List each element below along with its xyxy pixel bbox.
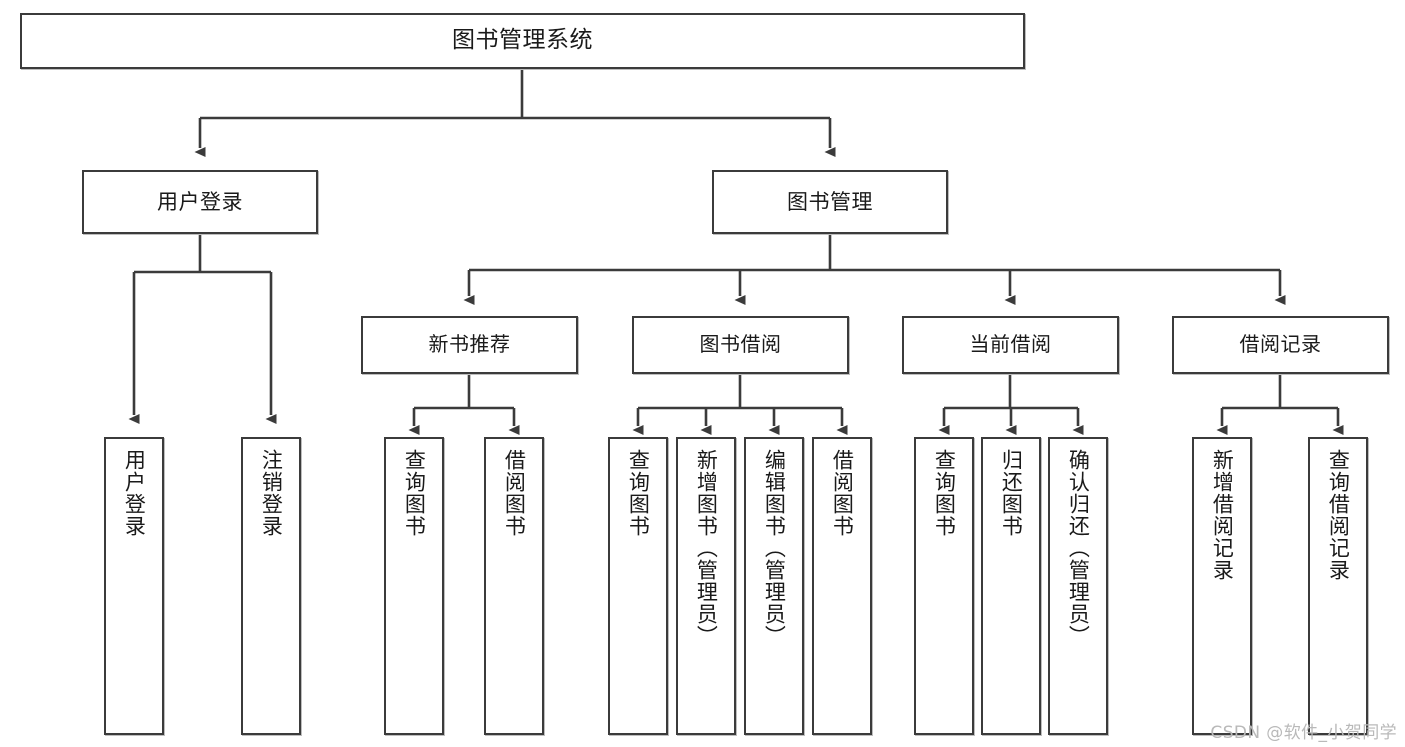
node-current-borrow[interactable]: 当前借阅 xyxy=(902,316,1119,374)
node-borrow-record-label: 借阅记录 xyxy=(1239,332,1322,357)
node-root-label: 图书管理系统 xyxy=(452,27,593,54)
node-leaf-query-book-2[interactable]: 查询图书 xyxy=(608,437,668,735)
node-leaf-edit-book-label: 编辑图书（管理员） xyxy=(762,449,787,647)
node-book-manage[interactable]: 图书管理 xyxy=(712,170,948,234)
node-leaf-query-book-3[interactable]: 查询图书 xyxy=(914,437,974,735)
node-leaf-user-login-label: 用户登录 xyxy=(122,449,147,537)
node-leaf-add-record[interactable]: 新增借阅记录 xyxy=(1192,437,1252,735)
node-current-borrow-label: 当前借阅 xyxy=(969,332,1052,357)
node-new-book-recommend[interactable]: 新书推荐 xyxy=(361,316,578,374)
node-leaf-return-book-label: 归还图书 xyxy=(999,449,1024,537)
node-root[interactable]: 图书管理系统 xyxy=(20,13,1025,69)
node-leaf-user-login[interactable]: 用户登录 xyxy=(104,437,164,735)
node-leaf-query-book-1[interactable]: 查询图书 xyxy=(384,437,444,735)
node-leaf-query-record[interactable]: 查询借阅记录 xyxy=(1308,437,1368,735)
node-new-book-recommend-label: 新书推荐 xyxy=(428,332,511,357)
node-user-login[interactable]: 用户登录 xyxy=(82,170,318,234)
node-leaf-add-book-label: 新增图书（管理员） xyxy=(694,449,719,647)
node-leaf-borrow-book-2[interactable]: 借阅图书 xyxy=(812,437,872,735)
node-leaf-logout-login-label: 注销登录 xyxy=(259,449,284,537)
node-book-borrow[interactable]: 图书借阅 xyxy=(632,316,849,374)
node-leaf-add-book[interactable]: 新增图书（管理员） xyxy=(676,437,736,735)
node-leaf-query-book-2-label: 查询图书 xyxy=(626,449,651,537)
node-leaf-return-book[interactable]: 归还图书 xyxy=(981,437,1041,735)
node-leaf-query-book-1-label: 查询图书 xyxy=(402,449,427,537)
node-leaf-borrow-book-2-label: 借阅图书 xyxy=(830,449,855,537)
node-leaf-query-book-3-label: 查询图书 xyxy=(932,449,957,537)
node-leaf-borrow-book-1[interactable]: 借阅图书 xyxy=(484,437,544,735)
node-book-manage-label: 图书管理 xyxy=(787,189,873,214)
node-user-login-label: 用户登录 xyxy=(157,189,243,214)
node-leaf-confirm-return-label: 确认归还（管理员） xyxy=(1066,449,1091,647)
node-borrow-record[interactable]: 借阅记录 xyxy=(1172,316,1389,374)
node-book-borrow-label: 图书借阅 xyxy=(699,332,782,357)
node-leaf-confirm-return[interactable]: 确认归还（管理员） xyxy=(1048,437,1108,735)
csdn-watermark: CSDN @软件_小贺同学 xyxy=(1210,723,1397,743)
node-leaf-add-record-label: 新增借阅记录 xyxy=(1210,449,1235,581)
node-leaf-edit-book[interactable]: 编辑图书（管理员） xyxy=(744,437,804,735)
node-leaf-borrow-book-1-label: 借阅图书 xyxy=(502,449,527,537)
node-leaf-query-record-label: 查询借阅记录 xyxy=(1326,449,1351,581)
node-leaf-logout-login[interactable]: 注销登录 xyxy=(241,437,301,735)
